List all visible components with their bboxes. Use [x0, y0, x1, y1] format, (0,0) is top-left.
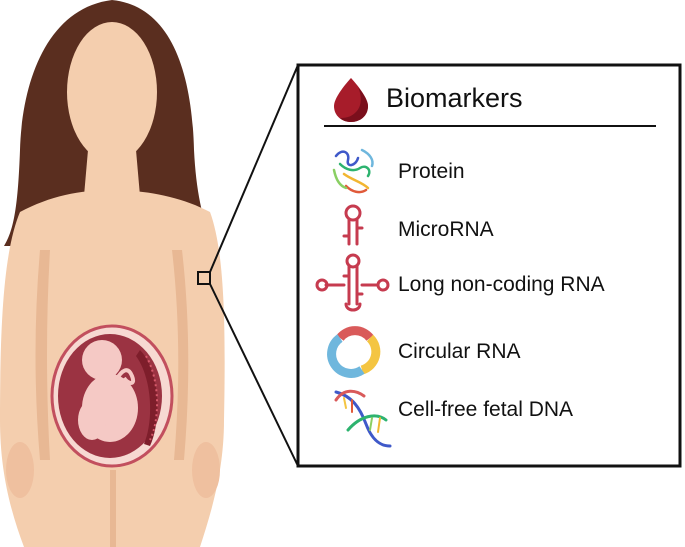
leg-split — [110, 470, 116, 547]
left-hand — [6, 442, 34, 498]
legend-item-lncrna: Long non-coding RNA — [398, 273, 605, 296]
protein-icon — [332, 148, 374, 194]
legend-item-circular-rna: Circular RNA — [398, 340, 521, 363]
umbilical-cord — [114, 368, 135, 385]
fetus-head — [82, 340, 122, 380]
legend-item-protein: Protein — [398, 160, 465, 183]
zoom-line-top — [209, 64, 299, 273]
face — [67, 22, 157, 162]
legend-item-microrna: MicroRNA — [398, 218, 494, 241]
fetus-leg — [78, 400, 106, 440]
zoom-line-bottom — [209, 283, 299, 467]
left-arm-shade — [35, 250, 50, 460]
zoom-marker — [197, 271, 211, 285]
right-arm-shade — [172, 250, 189, 460]
blood-drop-highlight — [340, 87, 368, 122]
circular-rna-icon — [327, 326, 381, 378]
legend-box — [296, 63, 682, 468]
placenta — [136, 350, 158, 446]
microrna-icon — [342, 204, 364, 246]
fetus — [78, 340, 138, 442]
uterus — [50, 324, 174, 468]
right-hand — [192, 442, 220, 498]
legend-item-cffdna: Cell-free fetal DNA — [398, 398, 574, 421]
dna-helix-icon — [334, 389, 392, 448]
placenta-dots — [145, 355, 158, 441]
lncrna-icon — [315, 253, 390, 312]
neck — [84, 150, 140, 196]
legend-title: Biomarkers — [386, 83, 523, 113]
